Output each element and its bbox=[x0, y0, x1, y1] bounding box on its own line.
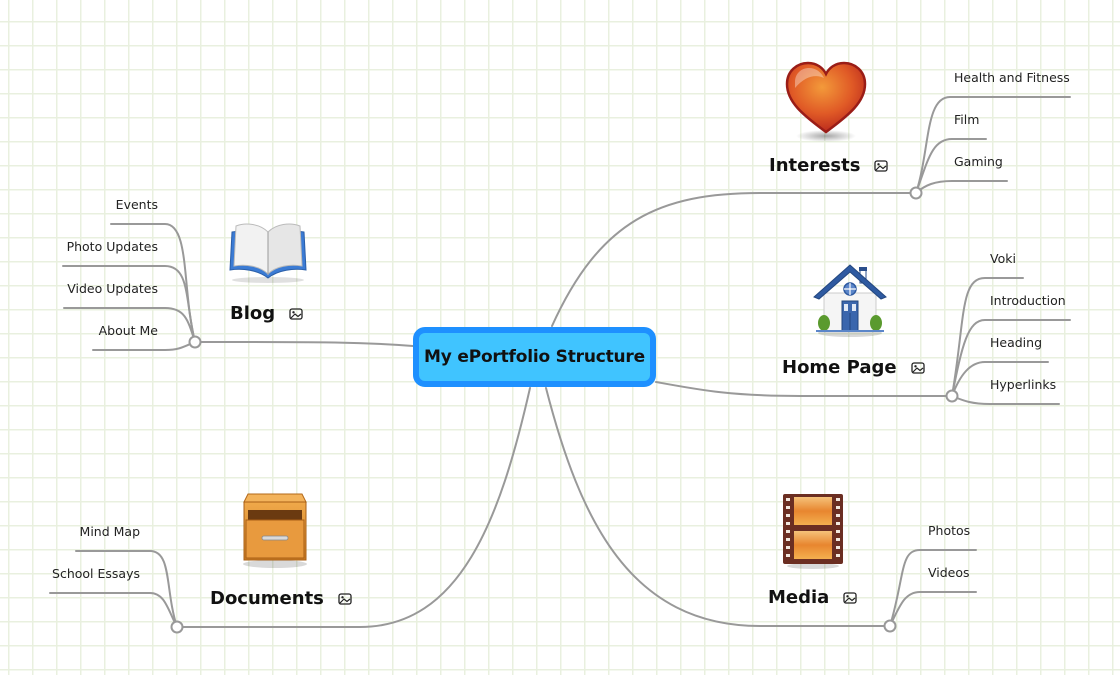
interests-collapse-toggle[interactable] bbox=[909, 186, 923, 200]
image-attachment-icon[interactable] bbox=[874, 159, 889, 172]
subtopic-introduction[interactable]: Introduction bbox=[990, 293, 1066, 308]
file-drawer-icon bbox=[243, 493, 307, 568]
media-collapse-toggle[interactable] bbox=[883, 619, 897, 633]
central-topic-label: My ePortfolio Structure bbox=[424, 347, 645, 367]
subtopic-mind-map[interactable]: Mind Map bbox=[79, 524, 140, 539]
topic-label: Documents bbox=[210, 588, 324, 609]
topic-label: Home Page bbox=[782, 357, 897, 378]
subtopic-hyperlinks[interactable]: Hyperlinks bbox=[990, 377, 1057, 392]
image-attachment-icon[interactable] bbox=[910, 361, 925, 374]
central-topic[interactable]: My ePortfolio Structure bbox=[413, 327, 656, 387]
house-icon bbox=[813, 264, 887, 337]
open-book-icon bbox=[229, 223, 307, 283]
topic-label: Interests bbox=[769, 155, 861, 176]
topic-label: Media bbox=[768, 587, 830, 608]
heart-icon bbox=[785, 61, 867, 142]
image-attachment-icon[interactable] bbox=[843, 591, 857, 604]
topic-home-page[interactable]: Home Page bbox=[782, 357, 925, 378]
subtopic-voki[interactable]: Voki bbox=[990, 251, 1016, 266]
image-attachment-icon[interactable] bbox=[289, 307, 303, 320]
subtopic-school-essays[interactable]: School Essays bbox=[52, 566, 140, 581]
subtopic-about-me[interactable]: About Me bbox=[98, 323, 158, 338]
subtopic-gaming[interactable]: Gaming bbox=[954, 154, 1003, 169]
subtopic-photo-updates[interactable]: Photo Updates bbox=[66, 239, 158, 254]
image-attachment-icon[interactable] bbox=[338, 592, 352, 605]
home-page-collapse-toggle[interactable] bbox=[945, 389, 959, 403]
subtopic-video-updates[interactable]: Video Updates bbox=[67, 281, 158, 296]
subtopic-events[interactable]: Events bbox=[115, 197, 158, 212]
blog-collapse-toggle[interactable] bbox=[188, 335, 202, 349]
subtopic-health-and-fitness[interactable]: Health and Fitness bbox=[954, 70, 1070, 85]
subtopic-film[interactable]: Film bbox=[954, 112, 980, 127]
topic-documents[interactable]: Documents bbox=[210, 588, 352, 609]
topic-label: Blog bbox=[230, 303, 276, 324]
subtopic-heading[interactable]: Heading bbox=[990, 335, 1043, 350]
documents-collapse-toggle[interactable] bbox=[170, 620, 184, 634]
film-strip-icon bbox=[783, 494, 843, 569]
subtopic-photos[interactable]: Photos bbox=[928, 523, 971, 538]
topic-media[interactable]: Media bbox=[768, 587, 857, 608]
subtopic-videos[interactable]: Videos bbox=[928, 565, 970, 580]
topic-blog[interactable]: Blog bbox=[230, 303, 303, 324]
topic-interests[interactable]: Interests bbox=[769, 155, 889, 176]
